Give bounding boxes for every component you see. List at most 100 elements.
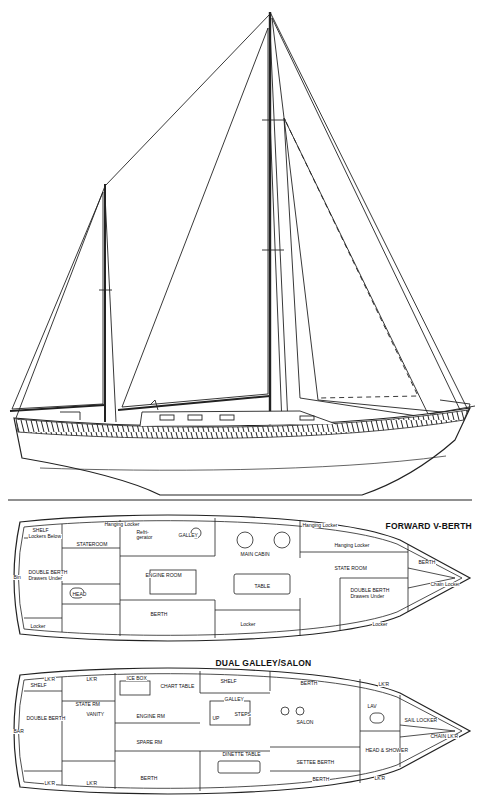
mizzen-sail	[12, 192, 103, 409]
room-label: BERTH	[140, 776, 158, 781]
deck-fitting	[60, 400, 158, 420]
room-label: TABLE	[254, 584, 270, 589]
main-boom	[118, 396, 270, 410]
partition	[24, 691, 62, 692]
mainsail	[122, 28, 268, 407]
partition	[215, 600, 216, 638]
room-label: BAR	[13, 729, 24, 734]
room-label: SETTEE BERTH	[296, 760, 335, 765]
partition	[24, 771, 62, 772]
room-label: BERTH	[312, 777, 330, 782]
shroud	[105, 195, 116, 422]
fixture	[274, 532, 290, 548]
room-label: Bin	[13, 575, 21, 580]
mizzen-boom	[10, 405, 105, 411]
room-label: Locker	[372, 622, 388, 627]
main-mast	[269, 12, 271, 426]
cabin-trunk	[140, 411, 336, 426]
partition	[215, 610, 300, 611]
room-label: ENGINE RM	[136, 714, 165, 719]
room-label: DOUBLE BERTH	[350, 588, 390, 593]
fixture	[296, 707, 304, 715]
room-label: Locker	[240, 622, 256, 627]
room-label: HEAD & SHOWER	[365, 748, 409, 753]
room-label: DOUBLE BERTH	[28, 570, 68, 575]
partition	[270, 747, 360, 748]
partition	[62, 584, 120, 585]
room-label: SAIL LOCKER	[404, 718, 438, 723]
room-label: LK'R	[378, 682, 390, 687]
partition	[215, 518, 216, 556]
genoa-outline	[286, 122, 418, 398]
room-label: Locker	[30, 624, 46, 629]
hull-inner-line	[19, 521, 463, 636]
partition	[270, 671, 271, 691]
plan-heading: DUAL GALLEY/SALON	[215, 659, 312, 668]
partition	[200, 671, 201, 693]
room-label: SPARE RM	[136, 740, 163, 745]
room-label: ENGINE ROOM	[145, 573, 182, 578]
room-label: HEAD	[72, 592, 87, 597]
room-label: SHELF	[32, 528, 49, 533]
fixture	[234, 574, 290, 594]
spreader	[262, 120, 286, 121]
bulwark-rail	[16, 410, 468, 438]
triatic-stay	[105, 14, 270, 186]
mizzen-mast	[104, 184, 106, 422]
partition	[115, 673, 116, 789]
room-label: DINETTE TABLE	[222, 752, 261, 757]
room-label: Hanging Locker	[302, 523, 338, 528]
room-label: SALON	[296, 720, 314, 725]
bow-pulpit	[430, 400, 475, 414]
room-label: UP	[212, 716, 220, 721]
partition	[62, 604, 120, 605]
fixture	[120, 681, 150, 695]
layout-plans	[14, 515, 470, 794]
partition	[62, 677, 63, 785]
room-label: SHELF	[220, 679, 237, 684]
jib	[272, 18, 462, 414]
fixture	[237, 532, 253, 548]
partition	[300, 552, 408, 553]
room-label: LK'R	[374, 776, 386, 781]
partition	[340, 578, 408, 579]
room-label: LK'R	[86, 781, 98, 786]
partition	[115, 723, 200, 724]
room-label: SHELF	[30, 683, 47, 688]
shroud	[270, 30, 288, 424]
staysail	[284, 118, 430, 418]
room-label: LK'R	[44, 677, 56, 682]
plan-forward-v-berth	[14, 515, 470, 641]
partition	[360, 731, 400, 732]
plan-dual-galley-salon	[14, 668, 470, 794]
room-label: LK'R	[44, 781, 56, 786]
spreader	[99, 290, 112, 291]
hull-inner-line	[19, 674, 463, 789]
spreader	[262, 250, 284, 251]
room-label: VANITY	[86, 712, 105, 717]
partition	[120, 600, 215, 601]
room-label: Hanging Locker	[334, 543, 370, 548]
room-label: STATEROOM	[76, 542, 108, 547]
room-label: STEPS	[234, 712, 251, 717]
fixture	[281, 707, 289, 715]
partition	[62, 548, 120, 549]
plan-heading: FORWARD V-BERTH	[385, 522, 472, 531]
room-label: Chain Locker	[430, 582, 460, 587]
room-label: Drawers Under	[350, 594, 385, 599]
port-light	[300, 416, 314, 420]
partition	[200, 751, 201, 791]
partition	[120, 520, 121, 636]
port-light	[220, 415, 234, 420]
room-label: GALLEY	[224, 697, 244, 702]
partition	[270, 771, 360, 772]
room-label: Lockers Below	[28, 534, 62, 539]
room-label: GALLEY	[178, 533, 198, 538]
room-label: CHAIN LK'R	[430, 734, 459, 739]
mizzen-backstay	[16, 186, 105, 418]
room-label: STATE RM	[75, 702, 101, 707]
partition	[300, 598, 301, 636]
room-label: Refri- gerator	[136, 530, 159, 541]
room-label: LAV	[367, 704, 377, 709]
hull-outline	[14, 668, 470, 794]
